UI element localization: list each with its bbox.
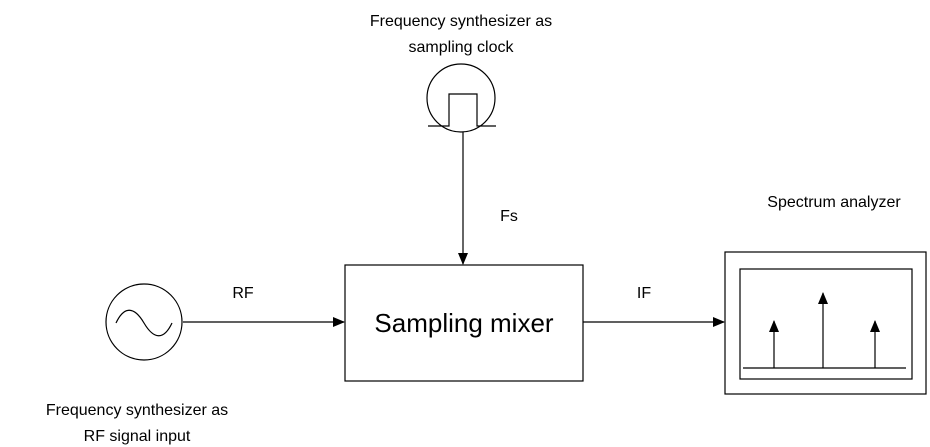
square-pulse-icon	[428, 93, 496, 127]
spectrum-display-icon	[724, 251, 927, 395]
spectrum-analyzer-caption: Spectrum analyzer	[767, 194, 901, 211]
if-signal-label: IF	[637, 285, 651, 302]
clock-source-caption-line1: Frequency synthesizer as	[370, 13, 552, 30]
clock-source-caption-line2: sampling clock	[409, 39, 515, 56]
sampling-mixer-box	[344, 264, 584, 382]
rf-source-caption-line1: Frequency synthesizer as	[46, 402, 228, 419]
rf-synthesizer	[105, 283, 183, 361]
rf-source-caption-line2: RF signal input	[84, 428, 191, 445]
clock-signal-label: Fs	[500, 208, 518, 225]
analyzer-screen	[739, 268, 913, 380]
clock-synthesizer	[426, 63, 496, 133]
sine-wave-icon	[115, 309, 173, 337]
sampling-mixer-label: Sampling mixer	[374, 308, 554, 338]
clock-synthesizer-circle	[426, 63, 496, 133]
rf-signal-label: RF	[232, 285, 254, 302]
